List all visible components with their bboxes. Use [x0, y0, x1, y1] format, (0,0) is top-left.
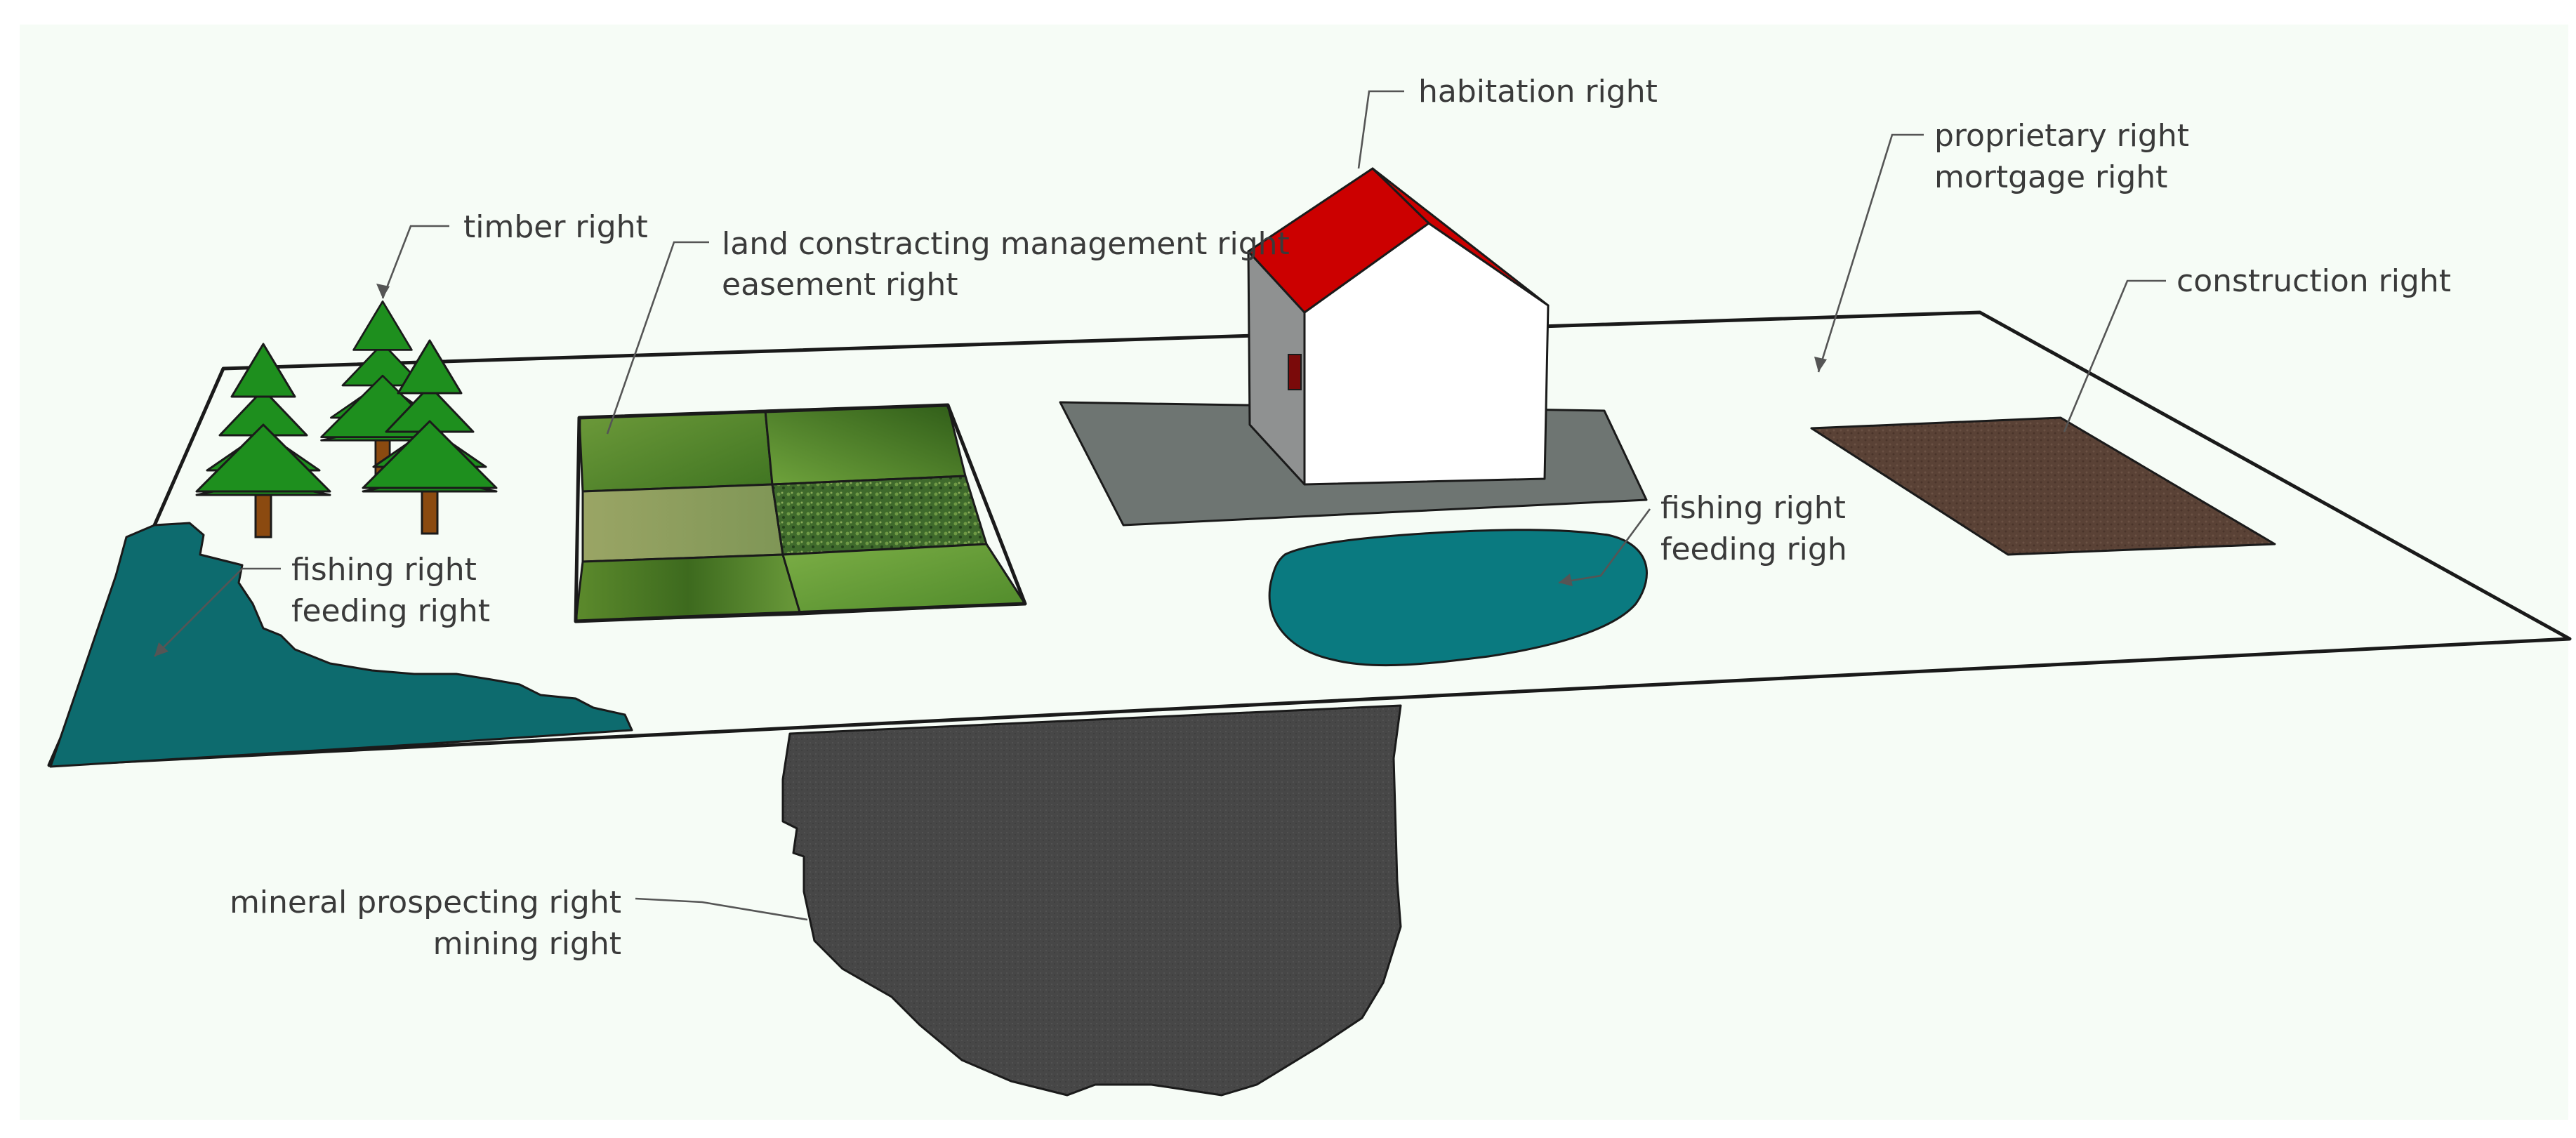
- label-mining-right: mining right: [433, 926, 621, 962]
- label-construction-right: construction right: [2177, 263, 2451, 299]
- label-mineral-prospecting-right: mineral prospecting right: [230, 885, 621, 920]
- label-fishing-right-left: fishing right: [291, 552, 477, 588]
- mineral-deposit: [781, 704, 1402, 1097]
- label-feeding-right-center: feeding righ: [1660, 531, 1847, 567]
- leader-lines: [154, 90, 2166, 921]
- label-feeding-right-left: feeding right: [291, 593, 490, 629]
- house-icon: [1059, 167, 1648, 527]
- label-fishing-right-center: fishing right: [1660, 490, 1846, 526]
- label-proprietary-right: proprietary right: [1934, 118, 2189, 154]
- farmland-fields: [574, 403, 1027, 623]
- leader-arrowheads: [154, 284, 1827, 656]
- labels: timber right land constracting managemen…: [230, 74, 2451, 962]
- label-habitation-right: habitation right: [1418, 74, 1658, 110]
- label-easement-right: easement right: [722, 267, 958, 303]
- construction-plot: [1810, 416, 2276, 556]
- label-mortgage-right: mortgage right: [1934, 159, 2167, 195]
- label-land-contracting-right: land constracting management right: [722, 226, 1290, 262]
- label-timber-right: timber right: [463, 209, 648, 245]
- water-left: [49, 522, 633, 768]
- water-pond: [1268, 529, 1648, 667]
